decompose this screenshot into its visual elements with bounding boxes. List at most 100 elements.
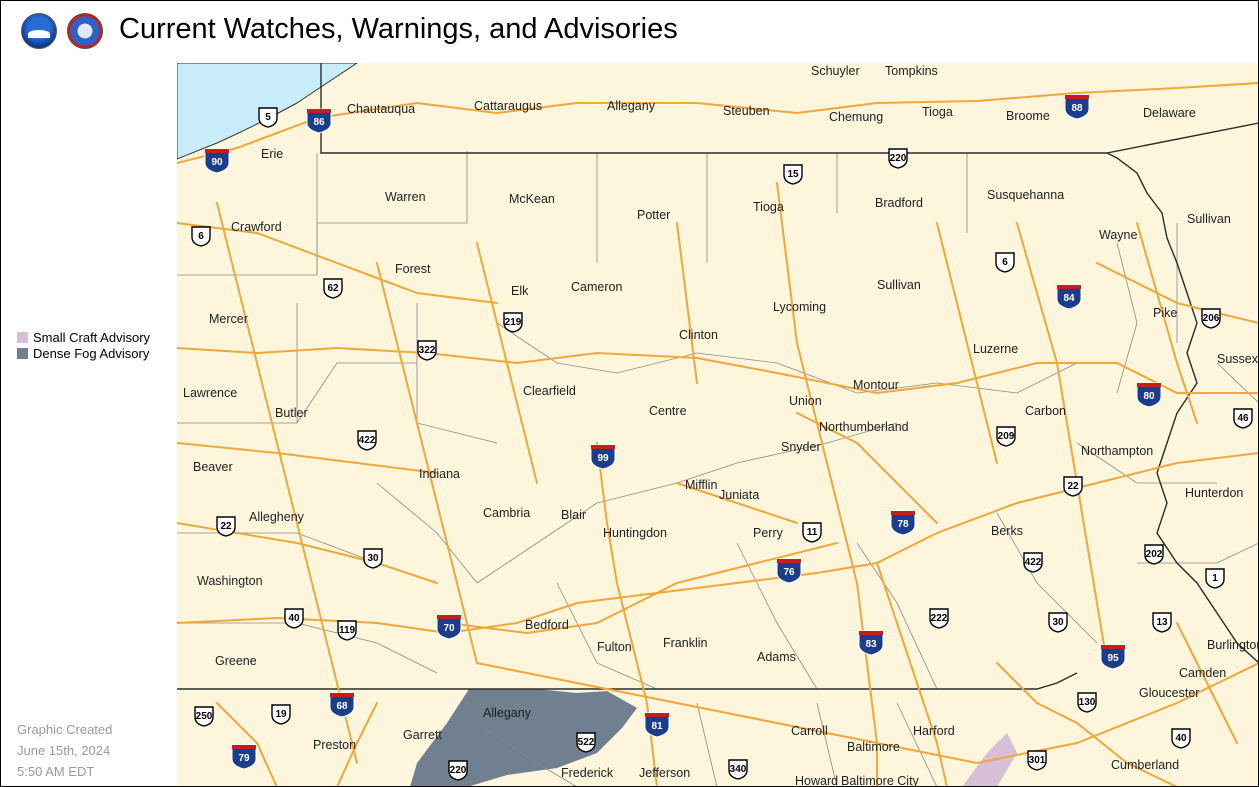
svg-text:83: 83	[865, 639, 877, 650]
interstate-shield: 99	[590, 444, 616, 470]
svg-text:220: 220	[450, 765, 467, 776]
county-label: Chemung	[829, 110, 883, 124]
us-route-shield: 62	[323, 278, 343, 299]
county-label: Sullivan	[877, 278, 921, 292]
us-route-shield: 11	[802, 522, 822, 543]
county-label: Sullivan	[1187, 212, 1231, 226]
svg-text:80: 80	[1143, 391, 1155, 402]
county-label: Blair	[561, 508, 586, 522]
svg-text:76: 76	[783, 567, 795, 578]
county-label: Montour	[853, 378, 899, 392]
county-label: Wayne	[1099, 228, 1137, 242]
county-label: Broome	[1006, 109, 1050, 123]
county-label: Indiana	[419, 467, 460, 481]
us-route-shield: 220	[448, 760, 468, 781]
us-route-shield: 1	[1205, 568, 1225, 589]
svg-text:90: 90	[211, 157, 223, 168]
legend-swatch-dense-fog	[17, 347, 28, 359]
warnings-map[interactable]: Schuyler Tompkins Chautauqua Cattaraugus…	[177, 63, 1259, 787]
interstate-shield: 88	[1064, 94, 1090, 120]
legend-label: Small Craft Advisory	[33, 329, 151, 345]
county-label: Lycoming	[773, 300, 826, 314]
county-label: Garrett	[403, 728, 442, 742]
svg-text:22: 22	[220, 521, 232, 532]
svg-text:19: 19	[275, 709, 287, 720]
svg-text:40: 40	[288, 613, 300, 624]
county-label: Steuben	[723, 104, 770, 118]
us-route-shield: 340	[728, 759, 748, 780]
interstate-shield: 95	[1100, 644, 1126, 670]
nws-logo	[67, 13, 103, 49]
legend-item-dense-fog: Dense Fog Advisory	[17, 345, 150, 361]
us-route-shield: 15	[783, 164, 803, 185]
county-label: Susquehanna	[987, 188, 1064, 202]
county-label: Centre	[649, 404, 687, 418]
county-label: Burlington	[1207, 638, 1259, 652]
created-time: 5:50 AM EDT	[17, 764, 95, 779]
svg-text:11: 11	[807, 527, 818, 538]
svg-text:70: 70	[443, 623, 455, 634]
svg-text:84: 84	[1063, 293, 1075, 304]
interstate-shield: 81	[644, 712, 670, 738]
us-route-shield: 130	[1077, 692, 1097, 713]
svg-text:422: 422	[359, 435, 376, 446]
created-label: Graphic Created	[17, 722, 113, 737]
svg-text:30: 30	[367, 553, 379, 564]
svg-text:130: 130	[1079, 697, 1096, 708]
us-route-shield: 422	[1023, 552, 1043, 573]
svg-text:322: 322	[419, 345, 436, 356]
county-label: Camden	[1179, 666, 1226, 680]
header: Current Watches, Warnings, and Advisorie…	[1, 1, 1258, 61]
us-route-shield: 250	[194, 706, 214, 727]
county-label: Cambria	[483, 506, 530, 520]
us-route-shields: 5 15 220 6 62 219 322 6 206 422 209 46 2…	[191, 107, 1253, 781]
graphic-created: Graphic Created June 15th, 2024 5:50 AM …	[17, 719, 112, 782]
us-route-shield: 40	[1171, 728, 1191, 749]
svg-text:209: 209	[998, 431, 1015, 442]
county-label: Perry	[753, 526, 784, 540]
county-label: Berks	[991, 524, 1023, 538]
svg-text:81: 81	[651, 721, 663, 732]
county-label: Franklin	[663, 636, 708, 650]
interstate-shield: 78	[890, 510, 916, 536]
county-label: Baltimore City	[841, 774, 920, 787]
county-label: Delaware	[1143, 106, 1196, 120]
us-route-shield: 22	[216, 516, 236, 537]
interstate-shield: 83	[858, 630, 884, 656]
svg-text:250: 250	[196, 711, 213, 722]
county-label: Tompkins	[885, 64, 938, 78]
us-route-shield: 30	[363, 548, 383, 569]
svg-text:202: 202	[1146, 549, 1163, 560]
county-label: Northumberland	[819, 420, 909, 434]
svg-text:86: 86	[313, 117, 325, 128]
county-label: Cameron	[571, 280, 622, 294]
svg-text:340: 340	[730, 764, 747, 775]
us-route-shield: 222	[929, 608, 949, 629]
interstate-shield: 86	[306, 108, 332, 134]
svg-text:422: 422	[1025, 557, 1042, 568]
us-route-shield: 30	[1048, 612, 1068, 633]
county-label: Harford	[913, 724, 955, 738]
county-label: Washington	[197, 574, 263, 588]
svg-text:119: 119	[339, 625, 356, 636]
county-label: McKean	[509, 192, 555, 206]
svg-text:22: 22	[1067, 481, 1079, 492]
county-label: Erie	[261, 147, 283, 161]
us-route-shield: 6	[995, 252, 1015, 273]
county-label: Crawford	[231, 220, 282, 234]
interstate-shield: 80	[1136, 382, 1162, 408]
county-label: Chautauqua	[347, 102, 415, 116]
us-route-shield: 301	[1027, 750, 1047, 771]
interstate-shield: 84	[1056, 284, 1082, 310]
noaa-logo	[21, 13, 57, 49]
county-label: Fulton	[597, 640, 632, 654]
county-label: Carroll	[791, 724, 828, 738]
county-label: Gloucester	[1139, 686, 1199, 700]
svg-text:5: 5	[265, 112, 271, 123]
county-label: Juniata	[719, 488, 759, 502]
us-route-shield: 22	[1063, 476, 1083, 497]
county-label: Huntingdon	[603, 526, 667, 540]
county-label: Tioga	[922, 105, 953, 119]
us-route-shield: 206	[1201, 308, 1221, 329]
